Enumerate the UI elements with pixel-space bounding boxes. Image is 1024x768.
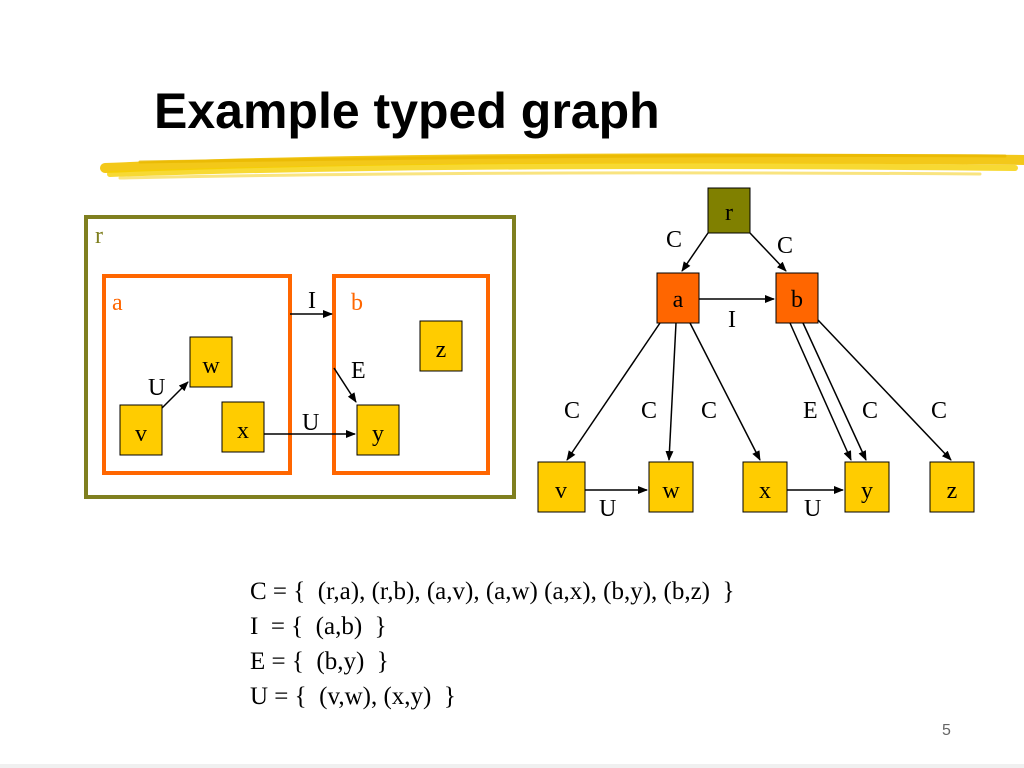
outer-box-r xyxy=(84,215,516,499)
right-node-y xyxy=(844,461,890,513)
right-node-v-label: v xyxy=(555,478,567,504)
left-node-y-label: y xyxy=(372,421,384,447)
outer-box-r-label: r xyxy=(95,223,103,249)
right-edge-a-w xyxy=(665,322,677,461)
right-node-r-label: r xyxy=(725,200,733,226)
set-definition-I: I = { (a,b) } xyxy=(250,613,387,640)
right-node-z xyxy=(929,461,975,513)
left-node-z xyxy=(419,320,463,372)
left-edge-v-w-label: U xyxy=(148,375,165,401)
bottom-strip xyxy=(0,764,1024,768)
right-edge-r-a xyxy=(681,232,709,272)
right-label-a-v: C xyxy=(564,398,580,424)
right-node-a xyxy=(656,272,700,324)
right-label-r-a: C xyxy=(666,227,682,253)
right-node-b-label: b xyxy=(791,287,803,313)
left-node-x xyxy=(221,401,265,453)
set-definition-E: E = { (b,y) } xyxy=(250,648,389,675)
right-edge-b-y-e xyxy=(789,322,852,461)
right-edge-b-z xyxy=(817,319,952,461)
left-node-w-label: w xyxy=(202,353,220,379)
right-node-b xyxy=(775,272,819,324)
right-edge-a-v xyxy=(566,322,661,461)
title-underline xyxy=(100,153,1024,180)
left-edge-I-label: I xyxy=(308,288,316,314)
right-node-w-label: w xyxy=(662,478,680,504)
right-node-r xyxy=(707,187,751,234)
set-definitions: C = { (r,a), (r,b), (a,v), (a,w) (a,x), … xyxy=(250,574,735,714)
left-edge-x-y-label: U xyxy=(302,410,319,436)
right-edge-b-y-c xyxy=(802,322,867,461)
page-number: 5 xyxy=(942,722,951,739)
right-node-x xyxy=(742,461,788,513)
right-node-x-label: x xyxy=(759,478,771,504)
left-edge-v-w xyxy=(161,381,189,409)
group-box-a xyxy=(102,274,292,475)
right-node-w xyxy=(648,461,694,513)
right-edge-a-x xyxy=(689,322,761,461)
right-label-x-y: U xyxy=(804,496,821,522)
left-node-z-label: z xyxy=(436,337,447,363)
group-box-b-label: b xyxy=(351,290,363,316)
left-node-y xyxy=(356,404,400,456)
group-box-b xyxy=(332,274,490,475)
right-node-z-label: z xyxy=(947,478,958,504)
right-node-a-label: a xyxy=(673,287,684,313)
right-label-b-z: C xyxy=(931,398,947,424)
left-node-w xyxy=(189,336,233,388)
group-box-a-label: a xyxy=(112,290,123,316)
right-label-a-b: I xyxy=(728,307,736,333)
set-definition-C: C = { (r,a), (r,b), (a,v), (a,w) (a,x), … xyxy=(250,578,735,605)
right-label-b-y-c: C xyxy=(862,398,878,424)
slide-title: Example typed graph xyxy=(154,83,660,139)
set-definition-U: U = { (v,w), (x,y) } xyxy=(250,683,456,710)
left-edge-E xyxy=(333,367,357,403)
right-label-v-w: U xyxy=(599,496,616,522)
left-node-v xyxy=(119,404,163,456)
right-edge-r-b xyxy=(749,232,787,272)
right-label-b-y-e: E xyxy=(803,398,818,424)
right-node-v xyxy=(537,461,586,513)
right-label-r-b: C xyxy=(777,233,793,259)
right-node-y-label: y xyxy=(861,478,873,504)
left-edge-E-label: E xyxy=(351,358,366,384)
right-label-a-x: C xyxy=(701,398,717,424)
right-label-a-w: C xyxy=(641,398,657,424)
left-node-v-label: v xyxy=(135,421,147,447)
left-node-x-label: x xyxy=(237,418,249,444)
